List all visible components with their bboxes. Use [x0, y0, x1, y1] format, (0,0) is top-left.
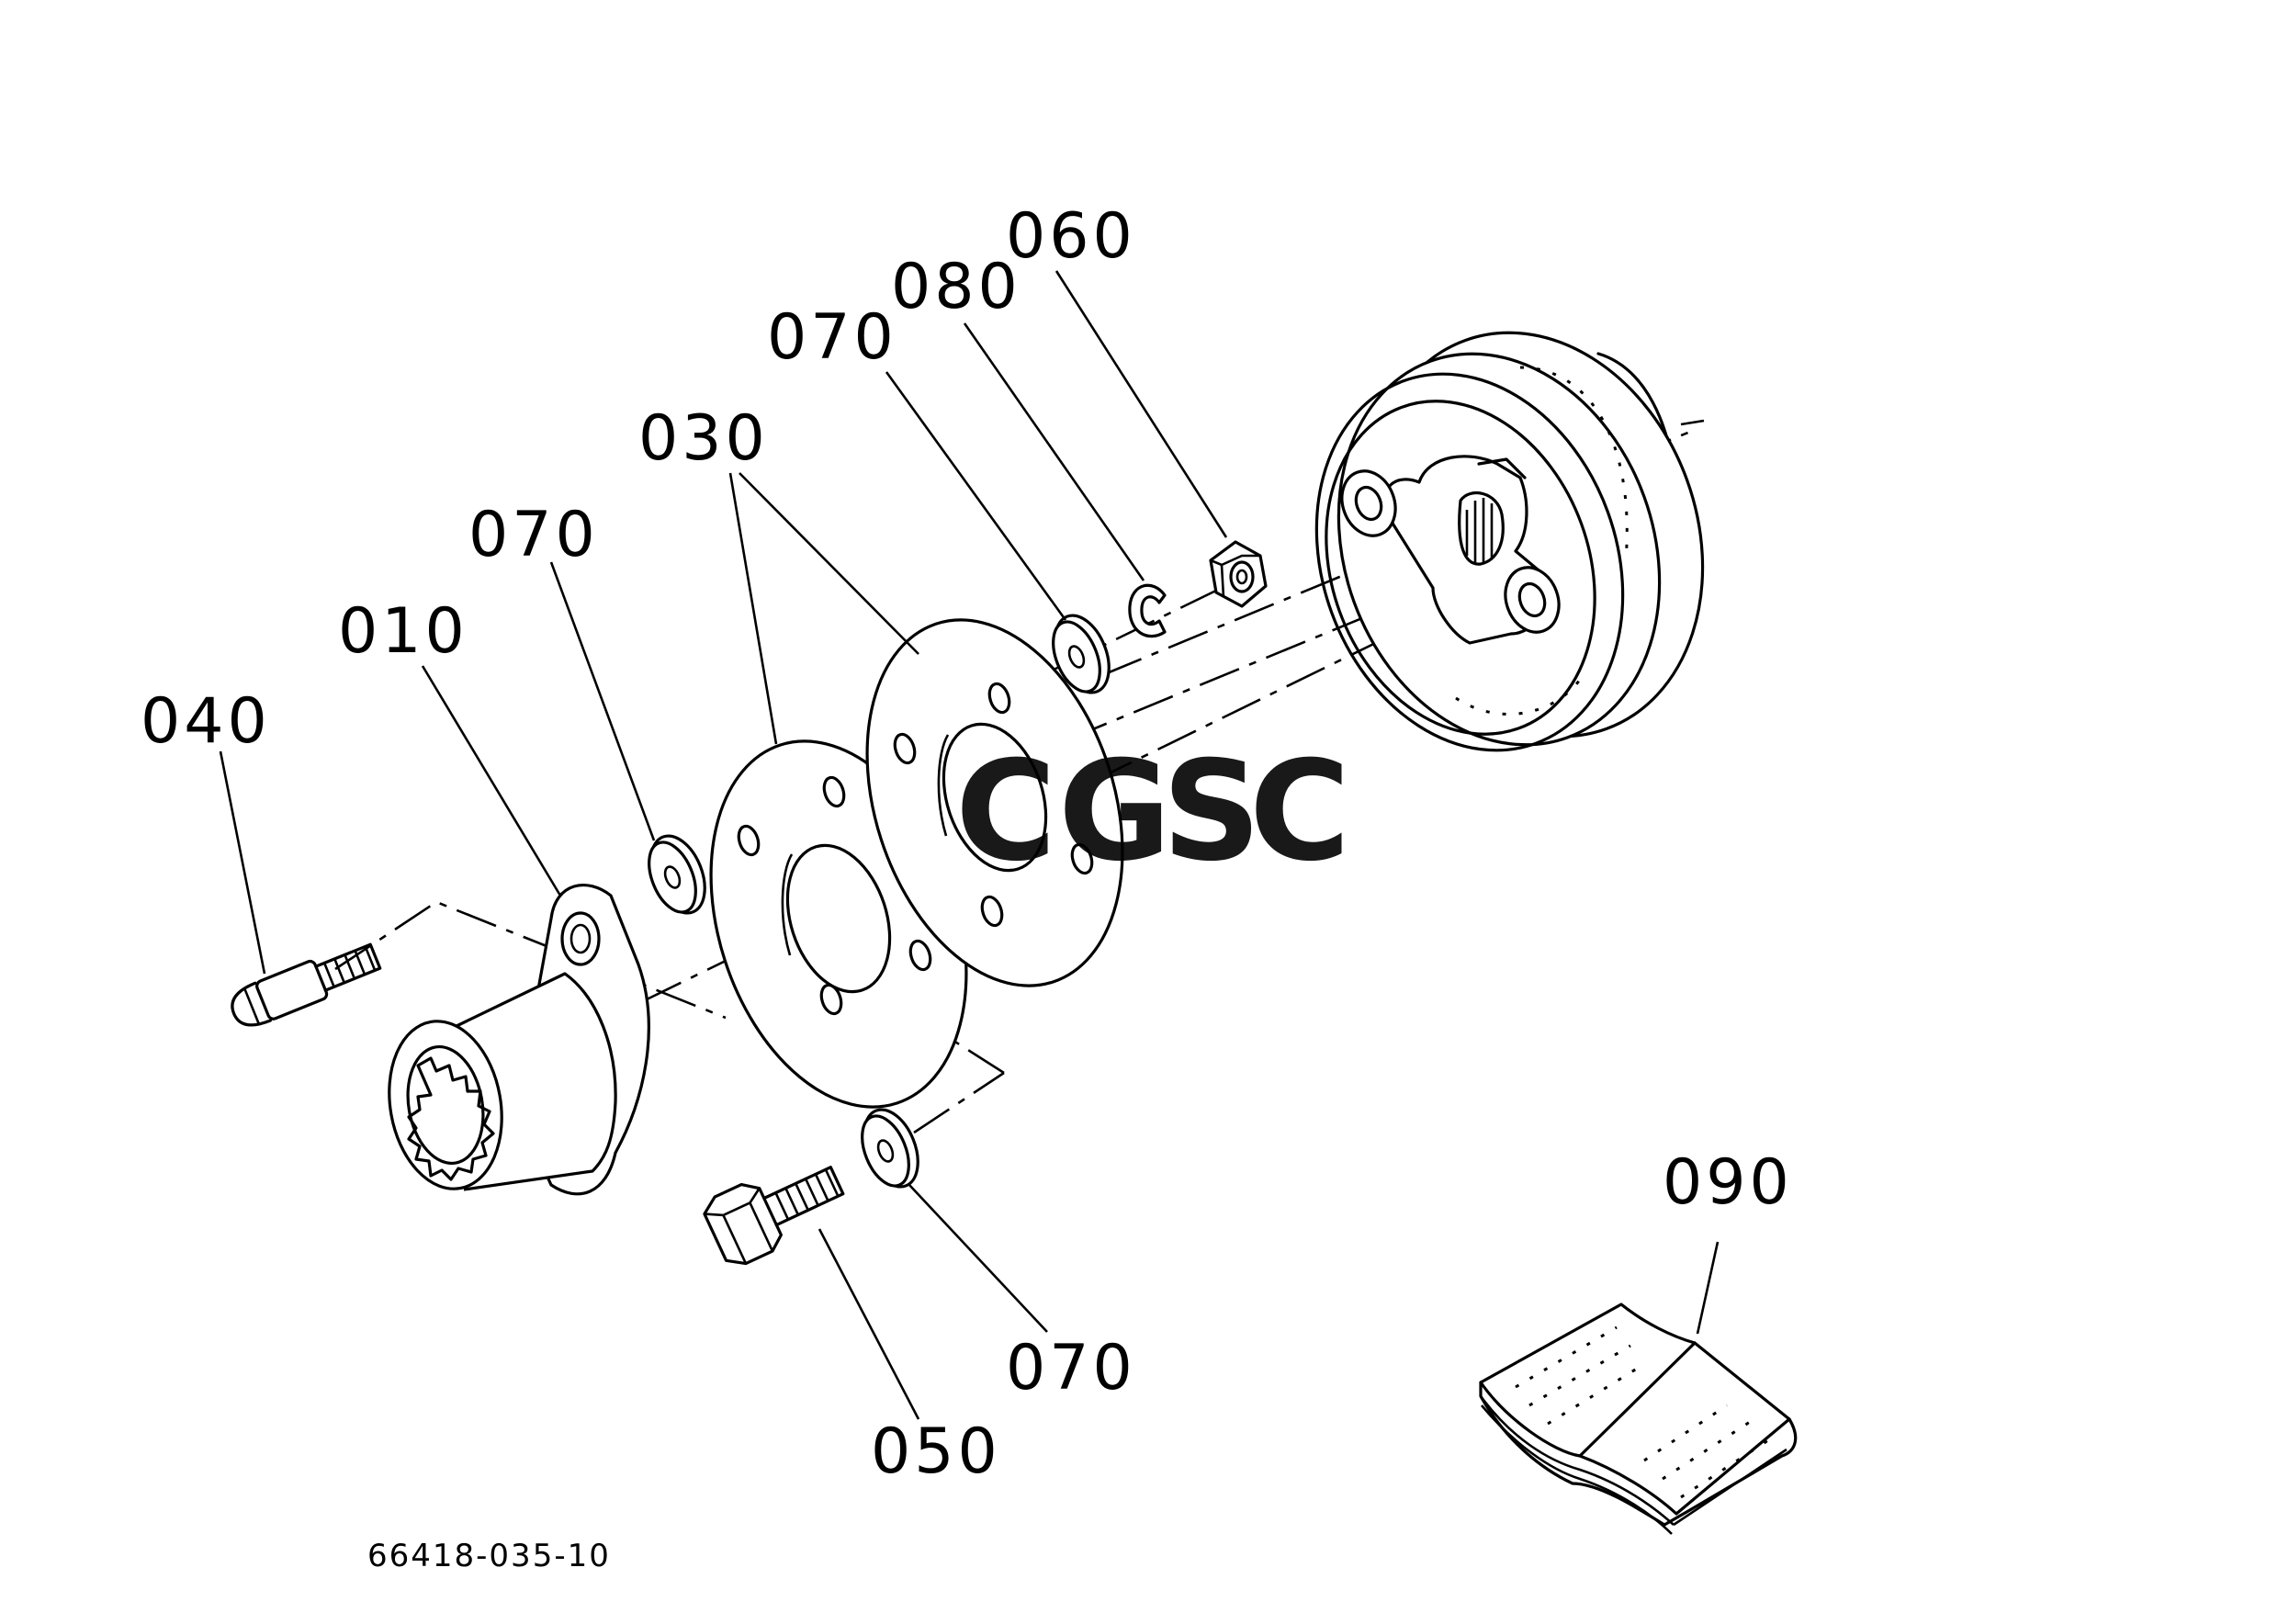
- leader-lines: [219, 270, 1720, 1420]
- watermark-letter-2: G: [1058, 732, 1171, 892]
- part-labels: 040 010 070 030 070 080 060 070 050 090: [141, 200, 1793, 1488]
- label-090: 090: [1663, 1146, 1793, 1219]
- pulley: [1314, 331, 1705, 752]
- label-030: 030: [638, 402, 769, 475]
- bolt-050: [703, 1166, 845, 1266]
- label-080: 080: [891, 251, 1021, 323]
- watermark: C G S C: [955, 732, 1350, 892]
- manual-book-090: [1479, 1303, 1798, 1535]
- coupling-plate-030-rear: [865, 618, 1124, 987]
- label-070-left: 070: [468, 499, 599, 571]
- diagram-code: 66418-035-10: [367, 1538, 611, 1574]
- label-060: 060: [1006, 200, 1136, 273]
- label-040: 040: [141, 685, 271, 758]
- hub-010: [388, 883, 650, 1196]
- bolt-040: [231, 942, 382, 1027]
- lock-washer-080: [1128, 583, 1167, 638]
- hex-nut-060: [1209, 540, 1268, 608]
- washer-070-top: [1052, 614, 1111, 694]
- label-050: 050: [871, 1415, 1001, 1488]
- washer-070-left: [648, 834, 706, 915]
- label-010: 010: [338, 595, 468, 668]
- label-070-bottom: 070: [1006, 1332, 1136, 1404]
- label-070-top: 070: [767, 301, 897, 374]
- washer-070-bottom: [861, 1108, 919, 1189]
- watermark-letter-3: S: [1162, 732, 1261, 892]
- watermark-letter-1: C: [955, 732, 1056, 892]
- watermark-letter-4: C: [1249, 732, 1350, 892]
